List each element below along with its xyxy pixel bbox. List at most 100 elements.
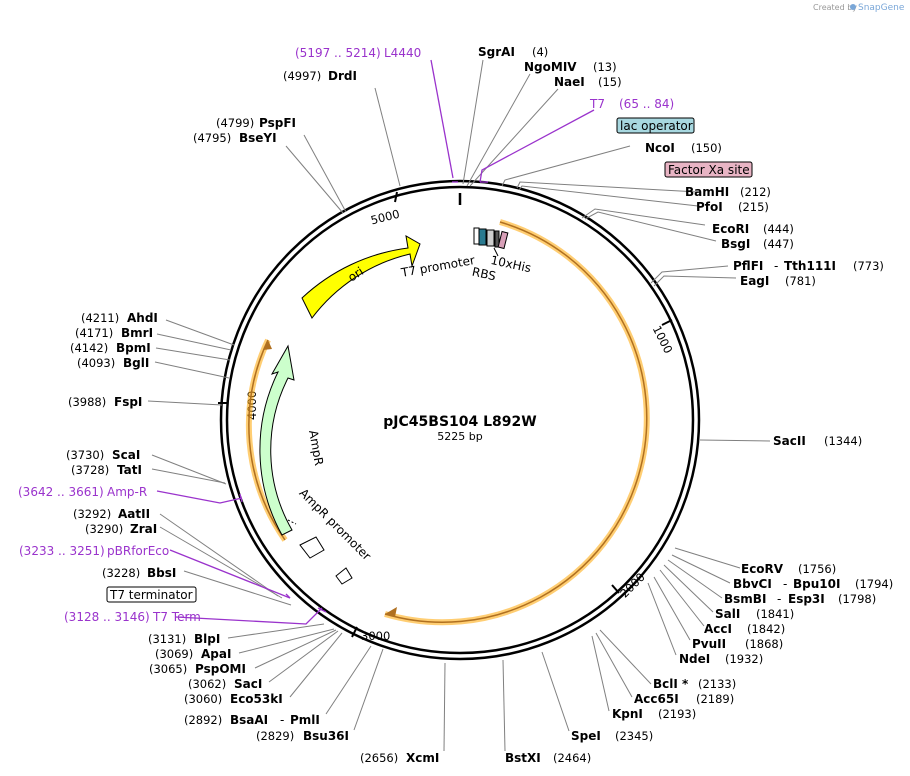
bstxi-site-label[interactable]: BstXI: [505, 751, 541, 765]
lac-operator-label: lac operator: [620, 119, 693, 133]
t7-terminator-box[interactable]: [106, 586, 197, 603]
lac-operator-box[interactable]: [616, 117, 695, 134]
bmri-site-label[interactable]: BmrI: [121, 326, 153, 340]
ndei-site-label[interactable]: NdeI: [679, 652, 710, 666]
ahdi-site-label[interactable]: AhdI: [127, 311, 158, 325]
pflfi-position: (773): [853, 259, 884, 273]
bstxi-position: (2464): [553, 751, 591, 765]
bsu36i-site-label[interactable]: Bsu36I: [303, 729, 349, 743]
plasmid-size: 5225 bp: [437, 430, 482, 443]
t7-primer-label[interactable]: T7: [589, 97, 605, 111]
bbvci-position: (1794): [855, 577, 893, 591]
fspi-site-label[interactable]: FspI: [114, 395, 142, 409]
rbs-leader: [493, 247, 499, 257]
pspfi-position: (4799): [216, 116, 254, 130]
bamhi-site-label[interactable]: BamHI: [685, 185, 729, 199]
tth111i-site-label[interactable]: Tth111I: [784, 259, 836, 273]
left-orange-arc: [248, 339, 286, 541]
blpi-site-label[interactable]: BlpI: [194, 632, 220, 646]
bpu10i-site-label[interactable]: Bpu10I: [793, 577, 840, 591]
blpi-position: (3131): [148, 632, 186, 646]
bseyi-site-label[interactable]: BseYI: [239, 131, 277, 145]
bsaai-site-label[interactable]: BsaAI: [230, 713, 268, 727]
eagi-site-label[interactable]: EagI: [740, 274, 769, 288]
t7-terminator-label: T7 terminator: [109, 588, 193, 602]
t7-feature-block: [473, 227, 509, 250]
plasmid-name: pJC45BS104 L892W: [383, 414, 536, 430]
ecori-site-label[interactable]: EcoRI: [712, 222, 749, 236]
orange-feature-arc: [384, 221, 648, 624]
rbs-label: RBS: [471, 265, 497, 284]
apai-site-label[interactable]: ApaI: [201, 647, 231, 661]
pspfi-site-label[interactable]: PspFI: [259, 116, 296, 130]
ahdi-position: (4211): [81, 311, 119, 325]
xcmi-site-label[interactable]: XcmI: [406, 751, 439, 765]
saci-site-label[interactable]: SacI: [234, 677, 262, 691]
acc65i-position: (2189): [696, 692, 734, 706]
sali-site-label[interactable]: SalI: [715, 607, 740, 621]
t7-term-primer-label[interactable]: T7 Term: [152, 610, 201, 624]
ncoi-position: (150): [691, 141, 722, 155]
pflfi-dash: -: [774, 259, 778, 273]
pmli-site-label[interactable]: PmlI: [290, 713, 320, 727]
bpmi-site-label[interactable]: BpmI: [116, 341, 151, 355]
drdi-site-label[interactable]: DrdI: [328, 69, 357, 83]
pvuii-site-label[interactable]: PvuII: [692, 637, 726, 651]
bsmbi-dash: -: [777, 592, 781, 606]
bsmbi-position: (1798): [838, 592, 876, 606]
aatii-site-label[interactable]: AatII: [118, 507, 150, 521]
bsgi-position: (447): [763, 237, 794, 251]
acc65i-site-label[interactable]: Acc65I: [634, 692, 679, 706]
pbrforeco-primer-label[interactable]: pBRforEco: [107, 544, 169, 558]
pflfi-site-label[interactable]: PflFI: [733, 259, 763, 273]
bbvci-dash: -: [783, 577, 787, 591]
spei-position: (2345): [615, 729, 653, 743]
tick-5000: 5000: [369, 207, 401, 228]
bbsi-site-label[interactable]: BbsI: [147, 566, 176, 580]
zrai-site-label[interactable]: ZraI: [130, 522, 157, 536]
eagi-position: (781): [785, 274, 816, 288]
esp3i-site-label[interactable]: Esp3I: [788, 592, 825, 606]
naei-site-label[interactable]: NaeI: [554, 75, 585, 89]
saci-position: (3062): [188, 677, 226, 691]
bgli-site-label[interactable]: BglI: [123, 356, 149, 370]
sgrai-site-label[interactable]: SgrAI: [478, 45, 515, 59]
tati-position: (3728): [71, 463, 109, 477]
sacii-site-label[interactable]: SacII: [773, 434, 806, 448]
acci-site-label[interactable]: AccI: [704, 622, 732, 636]
bsmbi-site-label[interactable]: BsmBI: [724, 592, 766, 606]
pfoi-site-label[interactable]: PfoI: [696, 200, 723, 214]
factor-xa-box[interactable]: [664, 161, 753, 178]
bpmi-position: (4142): [70, 341, 108, 355]
pspomi-site-label[interactable]: PspOMI: [195, 662, 246, 676]
snapgene-brand: SnapGene: [858, 3, 905, 13]
tati-site-label[interactable]: TatI: [117, 463, 142, 477]
ampr-dash: [287, 519, 297, 525]
spei-site-label[interactable]: SpeI: [571, 729, 601, 743]
scai-position: (3730): [66, 448, 104, 462]
tick-3000: 3000: [361, 629, 390, 643]
orange-arc-arrowhead: [385, 607, 397, 617]
ngomiv-position: (13): [593, 60, 617, 74]
l4440-primer-label[interactable]: L4440: [384, 46, 421, 60]
ngomiv-site-label[interactable]: NgoMIV: [524, 60, 577, 74]
eco53ki-site-label[interactable]: Eco53kI: [230, 692, 283, 706]
left-orange-arrowhead: [263, 340, 272, 350]
sacii-position: (1344): [824, 434, 862, 448]
scai-site-label[interactable]: ScaI: [112, 448, 140, 462]
xcmi-position: (2656): [360, 751, 398, 765]
eco53ki-position: (3060): [184, 692, 222, 706]
ecorv-site-label[interactable]: EcoRV: [741, 562, 784, 576]
ampr-primer-position: (3642 .. 3661): [18, 485, 104, 499]
bcli-site-label[interactable]: BclI *: [653, 677, 689, 691]
ncoi-site-label[interactable]: NcoI: [645, 141, 675, 155]
ampr-primer-label[interactable]: Amp-R: [107, 485, 147, 499]
t7-term-position: (3128 .. 3146): [64, 610, 150, 624]
pvuii-position: (1868): [745, 637, 783, 651]
ampr-promoter-arrow: [299, 536, 325, 559]
ecorv-position: (1756): [798, 562, 836, 576]
bsgi-site-label[interactable]: BsgI: [721, 237, 750, 251]
bbvci-site-label[interactable]: BbvCI: [733, 577, 772, 591]
kpni-site-label[interactable]: KpnI: [612, 707, 643, 721]
bsaai-position: (2892): [184, 713, 222, 727]
